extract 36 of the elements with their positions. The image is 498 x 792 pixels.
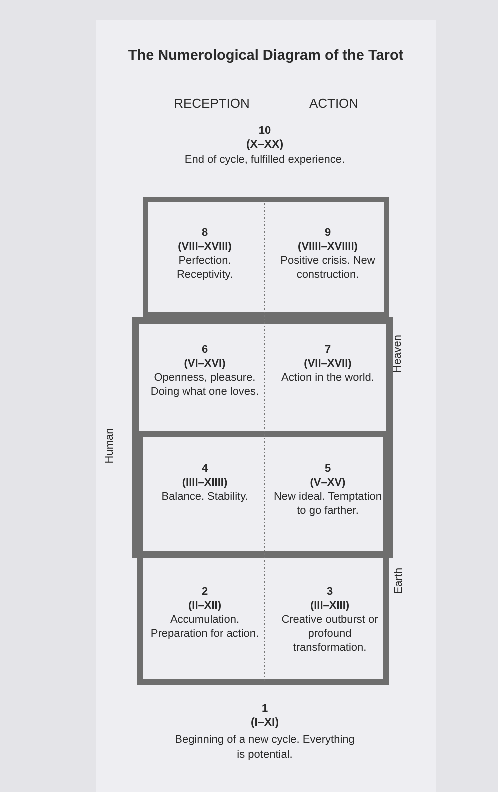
description-text: Beginning of a new cycle. Everything is potential. xyxy=(175,733,355,763)
card-number: 8 xyxy=(200,226,210,240)
roman-numerals: (V–XV) xyxy=(309,476,347,490)
description-text: End of cycle, fulfilled experience. xyxy=(184,154,346,166)
roman-numerals: (VI–XVI) xyxy=(183,357,227,371)
card-number: 1 xyxy=(262,703,268,715)
description-text: Accumulation. Preparation for action. xyxy=(150,613,260,641)
description-text: Action in the world. xyxy=(280,371,376,385)
roman-numerals: (VIIII–XVIIII) xyxy=(297,240,359,254)
description-text: Positive crisis. New construction. xyxy=(280,254,376,282)
roman-numerals: (III–XIII) xyxy=(309,599,351,613)
side-label: Human xyxy=(104,427,116,466)
card-number: 6 xyxy=(200,343,210,357)
card-number: 2 xyxy=(200,585,210,599)
description-text: Creative outburst or profound transformation. xyxy=(280,613,380,655)
description-text: New ideal. Temptation to go farther. xyxy=(273,490,383,518)
column-heading: ACTION xyxy=(309,96,359,111)
card-number: 7 xyxy=(324,343,332,357)
roman-numerals: (IIII–XIIII) xyxy=(181,476,229,490)
card-number: 5 xyxy=(324,462,332,476)
diagram-title: The Numerological Diagram of the Tarot xyxy=(127,48,405,64)
roman-numerals: (I–XI) xyxy=(250,717,280,729)
column-heading: RECEPTION xyxy=(174,96,250,111)
side-label: Earth xyxy=(393,566,405,596)
card-number: 10 xyxy=(258,125,272,137)
description-text: Balance. Stability. xyxy=(160,490,250,504)
description-text: Openness, pleasure. Doing what one loves. xyxy=(150,371,260,399)
card-number: 9 xyxy=(324,226,332,240)
roman-numerals: (VII–XVII) xyxy=(303,357,353,371)
side-label: Heaven xyxy=(392,334,404,374)
card-number: 3 xyxy=(326,585,334,599)
roman-numerals: (II–XII) xyxy=(187,599,222,613)
description-text: Perfection. Receptivity. xyxy=(176,254,234,282)
roman-numerals: (VIII–XVIII) xyxy=(177,240,233,254)
roman-numerals: (X–XX) xyxy=(246,139,284,151)
card-number: 4 xyxy=(200,462,210,476)
